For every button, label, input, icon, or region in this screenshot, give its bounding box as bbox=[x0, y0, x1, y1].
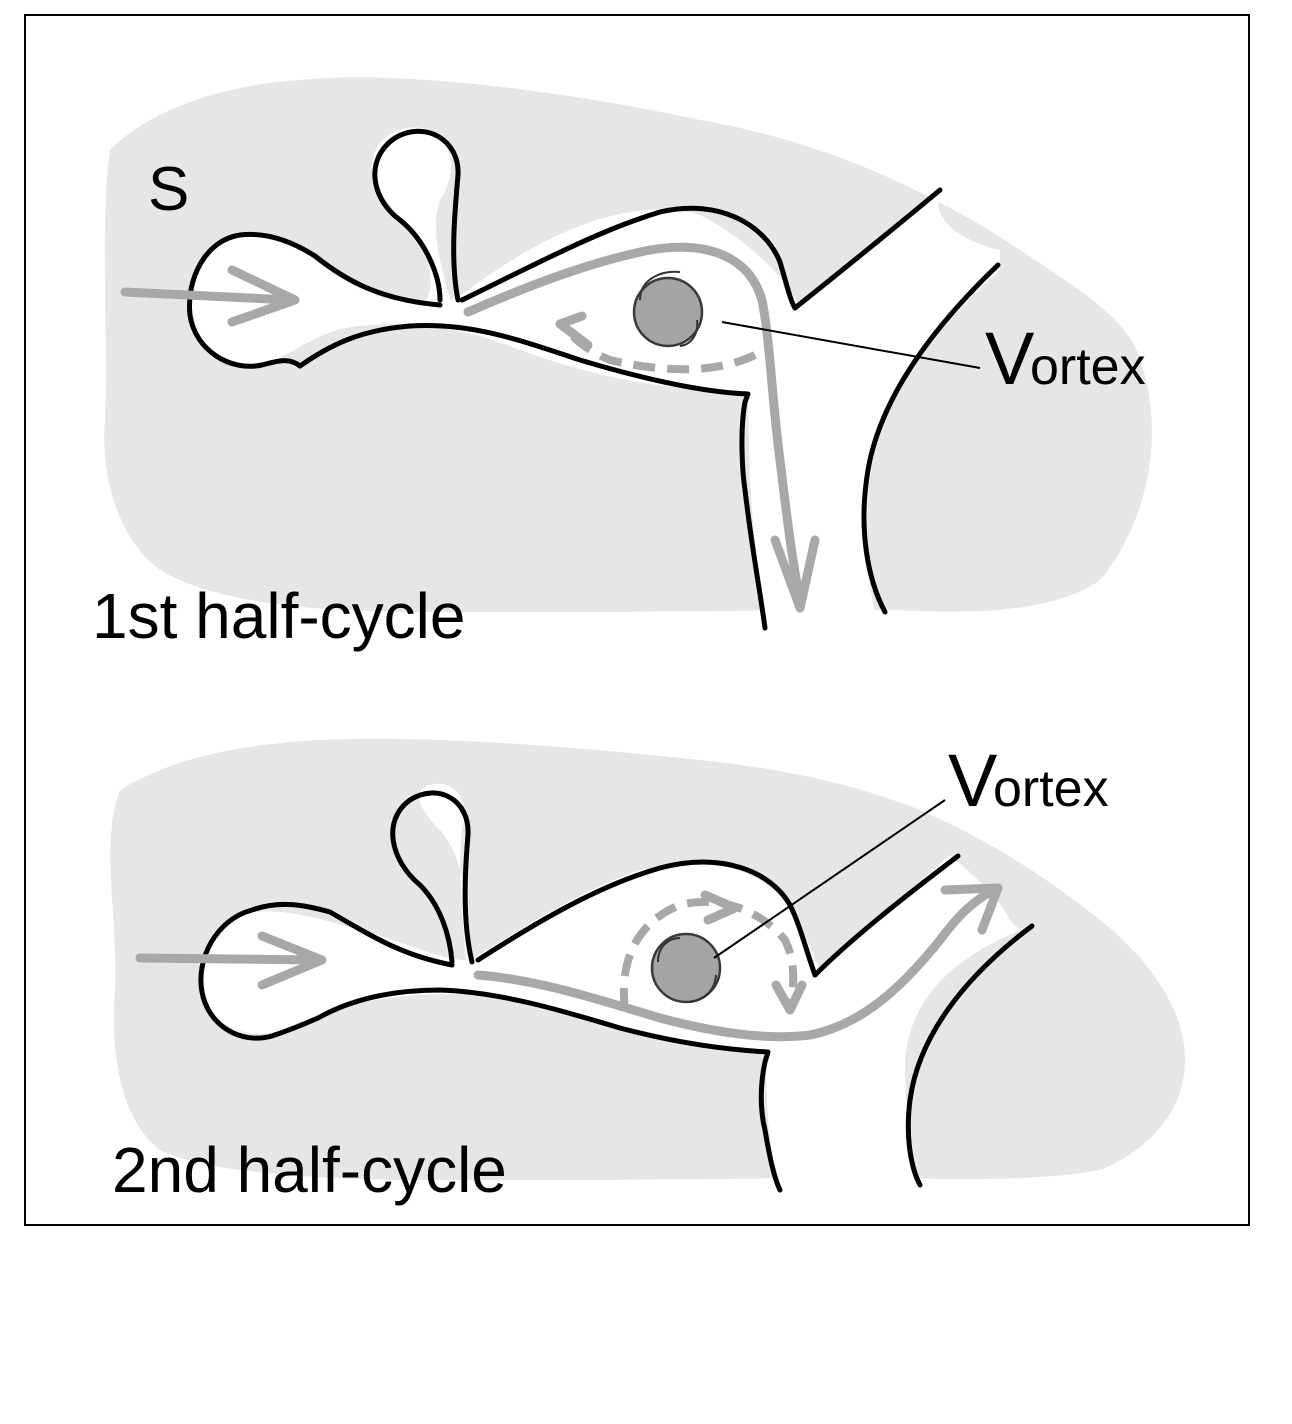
bulb-wall-left-bottom bbox=[198, 901, 333, 1041]
vessel-wall-right-top bbox=[861, 262, 1001, 615]
panel-second-half-cycle: V ortex 2nd half-cycle bbox=[110, 738, 1186, 1206]
upper-wall-segment-a-top bbox=[312, 253, 443, 308]
vessel-wall-right-bottom bbox=[905, 923, 1035, 1188]
lower-wall-bottom bbox=[315, 987, 783, 1193]
vortex-label-bottom-initial: V bbox=[948, 739, 998, 822]
panel-first-half-cycle: S V ortex 1st half-cycle bbox=[92, 77, 1152, 652]
vortex-label-top-rest: ortex bbox=[1030, 338, 1146, 396]
vortex-leader-line-top bbox=[721, 321, 981, 369]
flow-path-chevron-bottom bbox=[940, 883, 1003, 935]
bulb-wall-left-top bbox=[186, 231, 318, 369]
flow-path-main-top bbox=[463, 242, 805, 605]
channel-lumen-top bbox=[188, 127, 1000, 630]
vortex-marker-bottom bbox=[650, 932, 722, 1004]
vortex-label-top-initial: V bbox=[985, 317, 1035, 400]
upper-wall-exit-top bbox=[792, 187, 943, 311]
caption-first-half-cycle: 1st half-cycle bbox=[92, 580, 465, 652]
vortex-leader-line-bottom bbox=[713, 799, 946, 959]
teardrop-wall-bottom bbox=[390, 790, 475, 965]
upper-wall-segment-a-bottom bbox=[327, 909, 455, 968]
upper-wall-exit-bottom bbox=[812, 853, 961, 978]
caption-second-half-cycle: 2nd half-cycle bbox=[112, 1134, 507, 1206]
flow-path-main-bottom bbox=[473, 887, 995, 1042]
vortex-marker-top bbox=[632, 270, 704, 348]
teardrop-wall-top bbox=[372, 128, 461, 303]
s-marker-label: S bbox=[148, 155, 189, 224]
flow-inlet-arrow-bottom bbox=[135, 931, 327, 990]
flow-recirculation-head-bottom-a bbox=[700, 890, 740, 925]
upper-wall-segment-b-top bbox=[459, 205, 798, 311]
vortex-label-bottom-rest: ortex bbox=[993, 760, 1109, 818]
flow-inlet-arrow-top bbox=[120, 265, 300, 327]
flow-recirculation-head-top bbox=[555, 311, 593, 350]
upper-wall-segment-b-bottom bbox=[475, 859, 818, 978]
flow-path-chevron-top bbox=[770, 535, 820, 613]
channel-lumen-bottom bbox=[199, 783, 1021, 1185]
lower-wall-top bbox=[297, 322, 768, 631]
flow-recirculation-head-bottom-b bbox=[771, 980, 807, 1015]
